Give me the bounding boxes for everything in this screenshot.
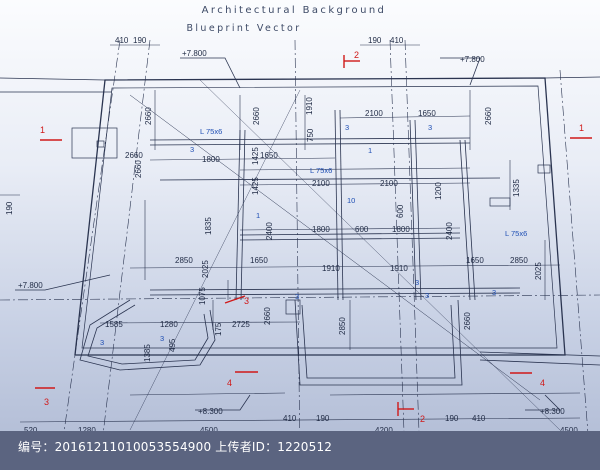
tag-mark-3f: 3 [415, 278, 419, 287]
dim-bottom-410-right: 410 [472, 414, 486, 423]
tag-angle-c: L 75x6 [505, 229, 527, 238]
page-subtitle: Blueprint Vector [186, 23, 302, 34]
dim-bottom-1280: 1280 [78, 426, 96, 435]
dim-v-1075: 1075 [198, 287, 207, 305]
section-mark-center-right: 4 [540, 378, 545, 388]
dim-bottom-410: 410 [283, 414, 297, 423]
dim-bottom-4200: 4200 [375, 426, 393, 435]
dim-v-2660-low-right: 2660 [463, 312, 472, 330]
dim-1800-row4b: 1800 [392, 225, 410, 234]
dim-v-2025a: 2025 [201, 260, 210, 278]
dim-v-2400a: 2400 [265, 222, 274, 240]
tag-mark-3h: 3 [295, 292, 299, 301]
dim-v-495: 495 [168, 338, 177, 352]
level-bottom-right: +8.300 [540, 407, 565, 416]
dim-1800-row4a: 1800 [312, 225, 330, 234]
dim-v-2660-mid: 2660 [252, 107, 261, 125]
dim-bottom-4500-right: 4500 [560, 426, 578, 435]
dim-v-175: 175 [214, 322, 223, 336]
dim-bottom-4500-left: 4500 [200, 426, 218, 435]
dim-1650-row2: 1650 [260, 151, 278, 160]
dim-2850-left: 2850 [175, 256, 193, 265]
dim-2725: 2725 [232, 320, 250, 329]
dim-v-1425a: 1425 [251, 147, 260, 165]
tag-mark-10: 10 [347, 196, 355, 205]
dim-2100-top: 2100 [365, 109, 383, 118]
section-mark-bottom: 2 [420, 414, 425, 424]
dim-v-1335: 1335 [512, 179, 521, 197]
dim-top-410-right: 410 [390, 36, 404, 45]
dim-v-1425b: 1425 [251, 177, 260, 195]
level-left: +7.800 [18, 281, 43, 290]
dim-v-750: 750 [306, 128, 315, 142]
tag-angle-a: L 75x6 [200, 127, 222, 136]
tag-angle-b: L 75x6 [310, 166, 332, 175]
dim-v-2660-right: 2660 [484, 107, 493, 125]
section-cuts [35, 55, 592, 416]
dim-v-1385: 1385 [143, 344, 152, 362]
dim-v-2660-far-left: 2660 [134, 160, 143, 178]
footer-id-text: 编号：20161211010053554900 上传者ID：1220512 [18, 440, 333, 454]
dim-1650-top: 1650 [418, 109, 436, 118]
dim-v-2660-left: 2660 [144, 107, 153, 125]
dim-v-1200: 1200 [434, 182, 443, 200]
section-mark-center-left: 4 [227, 378, 232, 388]
level-top-left: +7.800 [182, 49, 207, 58]
tag-mark-1b: 1 [256, 211, 260, 220]
tag-mark-3i: 3 [425, 291, 429, 300]
dim-bottom-190: 190 [316, 414, 330, 423]
dim-v-2025b: 2025 [534, 262, 543, 280]
page-title: Architectural Background [201, 5, 387, 16]
tag-mark-3a: 3 [190, 145, 194, 154]
dim-v-2850: 2850 [338, 317, 347, 335]
section-mark-mid: 3 [244, 296, 249, 306]
dim-v-2400b: 2400 [445, 222, 454, 240]
tag-mark-3b: 3 [345, 123, 349, 132]
tag-mark-3c: 3 [428, 123, 432, 132]
tag-mark-3g: 3 [492, 288, 496, 297]
footer-bar [0, 431, 600, 470]
dim-v-190-left: 190 [5, 201, 14, 215]
dim-1650-row5b: 1650 [466, 256, 484, 265]
dim-1585: 1585 [105, 320, 123, 329]
dim-top-190: 190 [133, 36, 147, 45]
tag-mark-1a: 1 [368, 146, 372, 155]
dim-2850-right: 2850 [510, 256, 528, 265]
dim-1910-row5b: 1910 [390, 264, 408, 273]
tag-mark-3e: 3 [100, 338, 104, 347]
dim-2100-row3a: 2100 [312, 179, 330, 188]
dim-1650-row5: 1650 [250, 256, 268, 265]
level-bottom-left: +8.300 [198, 407, 223, 416]
dim-v-2660-low: 2660 [263, 307, 272, 325]
dim-bottom-520: 520 [24, 426, 38, 435]
dim-2100-row3b: 2100 [380, 179, 398, 188]
section-mark-lower-left: 3 [44, 397, 49, 407]
tag-mark-3d: 3 [160, 334, 164, 343]
dim-v-1835: 1835 [204, 217, 213, 235]
dim-v-1910: 1910 [305, 97, 314, 115]
dim-top-410: 410 [115, 36, 129, 45]
dim-1280: 1280 [160, 320, 178, 329]
level-top-right: +7.800 [460, 55, 485, 64]
section-mark-top: 2 [354, 50, 359, 60]
dim-2660-row2: 2660 [125, 151, 143, 160]
dim-1910-row5a: 1910 [322, 264, 340, 273]
section-mark-right: 1 [579, 123, 584, 133]
dim-1800-row2: 1800 [202, 155, 220, 164]
dim-600-row4: 600 [355, 225, 369, 234]
dim-top-190-right: 190 [368, 36, 382, 45]
dim-bottom-190-right: 190 [445, 414, 459, 423]
section-mark-left: 1 [40, 125, 45, 135]
dim-v-600: 600 [396, 204, 405, 218]
